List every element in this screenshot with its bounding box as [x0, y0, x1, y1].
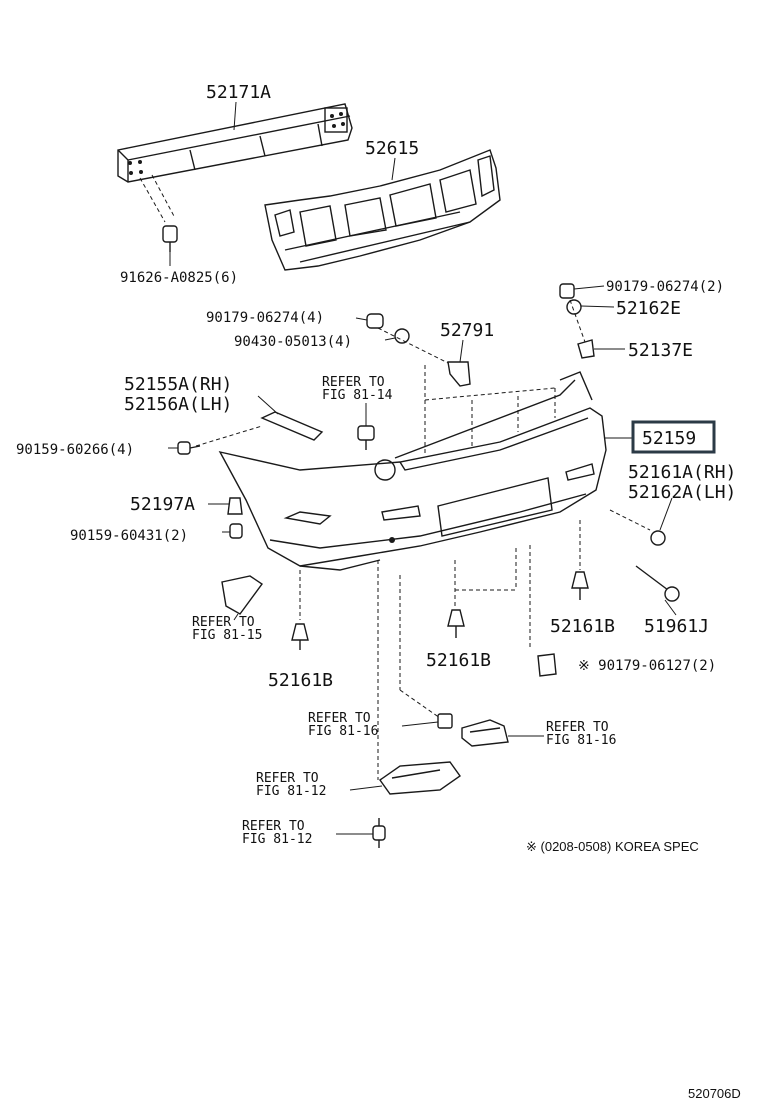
tow-hook-51961J-icon[interactable]	[635, 565, 680, 602]
bracket-52155A-icon[interactable]	[260, 411, 324, 441]
label-52159: 52159	[642, 428, 696, 449]
leader-90430	[384, 337, 396, 341]
label-fig-81-14: FIG 81-14	[322, 388, 393, 403]
label-refer-to-1: REFER TO	[322, 375, 385, 390]
reflector-fig-81-15-icon[interactable]	[221, 575, 263, 615]
clip-52161B-right-icon[interactable]	[571, 571, 589, 600]
bolt-fig-81-12-icon[interactable]	[372, 818, 386, 848]
label-52155A: 52155A(RH)	[124, 374, 232, 395]
label-52171A: 52171A	[206, 82, 271, 103]
label-90179-06127: ※ 90179-06127(2)	[578, 658, 716, 674]
label-90179-top: 90179-06274(2)	[606, 279, 724, 295]
bumper-guide-lines	[299, 365, 651, 780]
leader-52155A	[257, 395, 279, 415]
label-51961J: 51961J	[644, 616, 709, 637]
leader-90179-top	[573, 285, 605, 290]
nut-90179-top-icon[interactable]	[559, 283, 575, 299]
bracket-52791-icon[interactable]	[447, 361, 471, 387]
label-52161A: 52161A(RH)	[628, 462, 736, 483]
lamp-fig-81-16-icon[interactable]	[461, 719, 509, 747]
label-90159-60431: 90159-60431(2)	[70, 528, 188, 544]
label-52156A: 52156A(LH)	[124, 394, 232, 415]
leader-52171A	[233, 101, 237, 131]
label-52791: 52791	[440, 320, 494, 341]
part-52171A-reinforcement[interactable]	[117, 103, 353, 183]
leader-fig-81-15	[233, 613, 239, 621]
leader-90179-left	[355, 317, 368, 321]
label-fig-81-16-right: FIG 81-16	[546, 733, 616, 748]
clip-52162E-icon[interactable]	[566, 299, 582, 315]
label-refer-to-2: REFER TO	[192, 615, 255, 630]
label-52162E: 52162E	[616, 298, 681, 319]
washer-90430-icon[interactable]	[394, 328, 410, 344]
dash-top-right	[569, 299, 586, 343]
nut-90179-left-icon[interactable]	[366, 313, 384, 329]
label-fig-81-12-upper: FIG 81-12	[256, 784, 326, 799]
bracket-52137E-icon[interactable]	[577, 339, 595, 359]
label-90179-left: 90179-06274(4)	[206, 310, 324, 326]
part-52159-bumper-cover[interactable]	[218, 371, 607, 571]
bolt-90159-60431-icon[interactable]	[229, 523, 243, 539]
leader-52161A	[659, 497, 673, 531]
label-refer-to-6: REFER TO	[242, 819, 305, 834]
nut-90179-06127-icon[interactable]	[537, 653, 557, 677]
dash-52155A-bolt	[195, 425, 263, 447]
bolt-90159-60266-icon[interactable]	[177, 441, 201, 455]
label-52161B-mid: 52161B	[426, 650, 491, 671]
label-90430: 90430-05013(4)	[234, 334, 352, 350]
label-52137E: 52137E	[628, 340, 693, 361]
dash-52171A-bolt	[139, 177, 166, 223]
lamp-fig-81-12-icon[interactable]	[379, 761, 461, 795]
leader-52615	[391, 157, 396, 181]
label-refer-to-5: REFER TO	[256, 771, 319, 786]
label-refer-to-3: REFER TO	[308, 711, 371, 726]
label-fig-81-16-left: FIG 81-16	[308, 724, 378, 739]
leader-52791	[459, 339, 464, 363]
clip-52161B-left-icon[interactable]	[291, 623, 309, 650]
label-52162A: 52162A(LH)	[628, 482, 736, 503]
label-90159-60266: 90159-60266(4)	[16, 442, 134, 458]
label-refer-to-4: REFER TO	[546, 720, 609, 735]
clip-52161B-mid-icon[interactable]	[447, 609, 465, 638]
leader-51961J	[664, 599, 677, 616]
leader-52162E	[580, 305, 615, 308]
label-52197A: 52197A	[130, 494, 195, 515]
clip-52197A-icon[interactable]	[227, 497, 243, 515]
label-fig-81-15: FIG 81-15	[192, 628, 262, 643]
connector-fig-81-16-icon[interactable]	[437, 713, 453, 729]
leader-fig-81-12-upper	[349, 785, 383, 791]
bolt-91626-icon[interactable]	[162, 225, 178, 252]
dash-52171A-bolt-2	[151, 174, 176, 219]
diagram-id: 520706D	[688, 1086, 741, 1101]
label-91626: 91626-A0825(6)	[120, 270, 238, 286]
clip-52161A-icon[interactable]	[650, 530, 666, 546]
part-52615-energy-absorber[interactable]	[264, 149, 501, 271]
footnote-korea-spec: ※ (0208-0508) KOREA SPEC	[526, 839, 699, 854]
fastener-fig-81-14-icon[interactable]	[357, 425, 375, 450]
label-fig-81-12-lower: FIG 81-12	[242, 832, 312, 847]
label-52161B-left: 52161B	[268, 670, 333, 691]
label-52615: 52615	[365, 138, 419, 159]
leader-fig-81-16-left	[401, 721, 439, 727]
label-52161B-right: 52161B	[550, 616, 615, 637]
highlight-52159-box[interactable]	[631, 420, 716, 454]
